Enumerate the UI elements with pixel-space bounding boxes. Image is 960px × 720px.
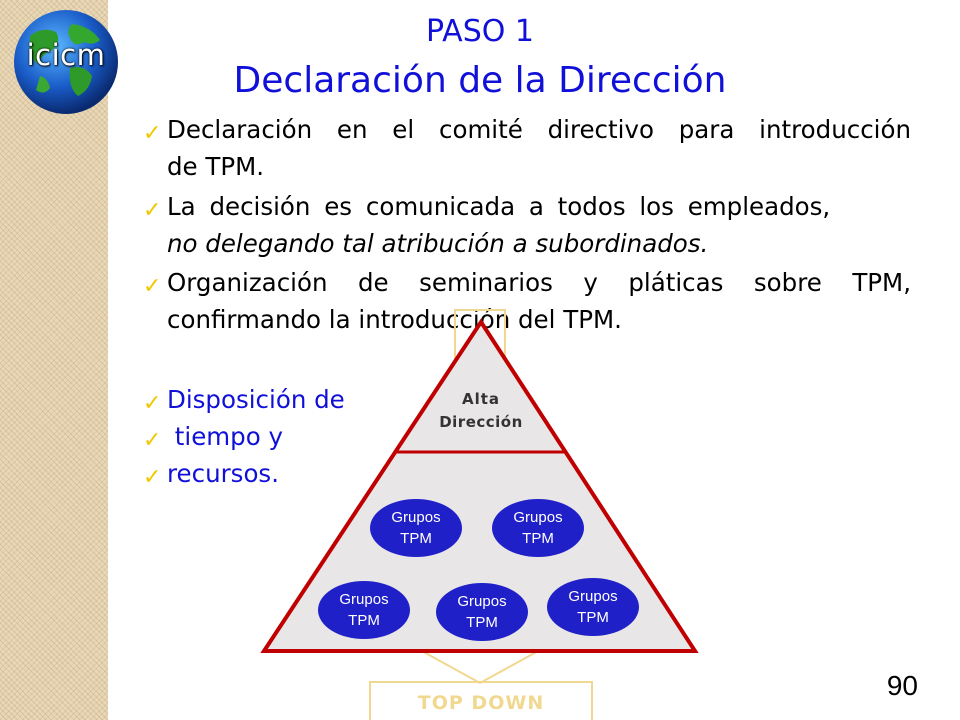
- page-number: 90: [886, 670, 918, 701]
- blue-bullet-3: ✓ recursos.: [143, 455, 383, 492]
- blue-bullet-1: ✓ Disposición de: [143, 381, 383, 418]
- group-oval-1-line-1: Grupos: [391, 509, 440, 526]
- direccion-label: Dirección: [439, 413, 523, 431]
- logo-text: icicm: [26, 38, 106, 72]
- check-icon: ✓: [143, 428, 162, 453]
- globe-logo-icon: [14, 10, 118, 114]
- bullet-1-line-2: de TPM.: [167, 152, 265, 181]
- pyramid-outline: [260, 318, 699, 653]
- check-icon: ✓: [143, 391, 162, 416]
- group-oval-2-line-1: Grupos: [513, 509, 562, 526]
- group-oval-1: Grupos TPM: [370, 499, 462, 557]
- check-icon: ✓: [143, 274, 162, 299]
- alta-label: Alta: [462, 390, 500, 408]
- check-icon: ✓: [143, 121, 162, 146]
- group-oval-1-line-2: TPM: [400, 530, 432, 547]
- group-oval-3-line-2: TPM: [348, 612, 380, 629]
- blue-bullet-3-text: recursos.: [167, 459, 279, 488]
- bullet-3-line-1: Organización de seminarios y pláticas so…: [143, 264, 911, 301]
- decorative-sidebar: [0, 0, 108, 720]
- bullet-2-line-1: La decisión es comunicada a todos los em…: [143, 188, 911, 225]
- group-oval-3-line-1: Grupos: [339, 591, 388, 608]
- bullet-2-line-2: no delegando tal atribución a subordinad…: [167, 229, 709, 258]
- slide-title: Declaración de la Dirección: [233, 60, 727, 101]
- check-icon: ✓: [143, 465, 162, 490]
- top-down-box: [369, 681, 593, 720]
- group-oval-4-line-2: TPM: [466, 614, 498, 631]
- bullet-3-line-2: confirmando la introducción del TPM.: [167, 305, 622, 334]
- group-oval-5: Grupos TPM: [547, 578, 639, 636]
- bullet-3: ✓ Organización de seminarios y pláticas …: [143, 264, 911, 338]
- group-oval-5-line-2: TPM: [577, 609, 609, 626]
- bullet-1-line-1: Declaración en el comité directivo para …: [167, 115, 911, 144]
- top-down-pyramid-diagram: Alta Dirección Grupos TPM Grupos TPM Gru…: [260, 309, 699, 720]
- group-oval-5-line-1: Grupos: [568, 588, 617, 605]
- blue-bullet-1-text: Disposición de: [167, 385, 345, 414]
- top-down-label: TOP DOWN: [418, 692, 544, 714]
- group-oval-4: Grupos TPM: [436, 583, 528, 641]
- bullet-1: ✓ Declaración en el comité directivo par…: [143, 111, 911, 185]
- blue-bullet-2-text: tiempo y: [167, 422, 283, 451]
- step-label: PASO 1: [426, 14, 534, 49]
- group-oval-3: Grupos TPM: [318, 581, 410, 639]
- group-oval-4-line-1: Grupos: [457, 593, 506, 610]
- bullet-3-line-1-text: Organización de seminarios y pláticas so…: [167, 268, 911, 297]
- group-oval-2-line-2: TPM: [522, 530, 554, 547]
- bullet-2-line-1-text: La decisión es comunicada a todos los em…: [167, 192, 831, 221]
- blue-bullet-2: ✓ tiempo y: [143, 418, 383, 455]
- group-oval-2: Grupos TPM: [492, 499, 584, 557]
- bullet-2: ✓ La decisión es comunicada a todos los …: [143, 188, 911, 262]
- check-icon: ✓: [143, 198, 162, 223]
